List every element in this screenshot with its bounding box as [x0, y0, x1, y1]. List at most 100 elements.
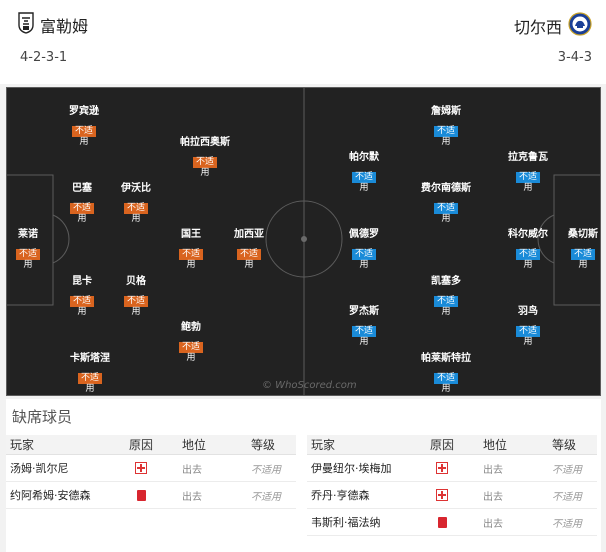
level: 不适用 [552, 518, 582, 530]
home-player[interactable]: 昆卡 不适 用 [40, 275, 124, 318]
status-badge: 不适 [570, 249, 595, 260]
away-player[interactable]: 桑切斯 不适 用 [541, 228, 601, 271]
player-name: 费尔南德斯 [421, 183, 471, 194]
player-name[interactable]: 约阿希姆·安德森 [10, 489, 91, 502]
status-suffix: 用 [200, 168, 210, 178]
table-row[interactable]: 乔丹·亨德森 出去 不适用 [307, 482, 597, 509]
status-suffix: 用 [359, 260, 369, 270]
player-name: 伊沃比 [121, 183, 151, 194]
player-name[interactable]: 汤姆·凯尔尼 [10, 462, 69, 475]
away-player[interactable]: 詹姆斯 不适 用 [404, 105, 488, 148]
home-player[interactable]: 加西亚 不适 用 [207, 228, 291, 271]
player-name: 卡斯塔涅 [70, 353, 110, 364]
status-badge: 不适 [192, 157, 217, 168]
injury-icon [436, 462, 448, 474]
pitch-lines [6, 87, 601, 396]
status-suffix: 用 [77, 214, 87, 224]
player-name: 桑切斯 [568, 229, 598, 240]
status-suffix: 用 [244, 260, 254, 270]
away-player[interactable]: 佩德罗 不适 用 [322, 228, 406, 271]
status-badge: 不适 [15, 249, 40, 260]
player-name: 罗宾逊 [69, 106, 99, 117]
injury-icon [436, 489, 448, 501]
away-player[interactable]: 帕尔默 不适 用 [322, 151, 406, 194]
away-team-name: 切尔西 [513, 18, 562, 37]
status-suffix: 用 [85, 384, 95, 394]
status-badge: 不适 [123, 296, 148, 307]
status-badge: 不适 [433, 126, 458, 137]
status-suffix: 用 [186, 260, 196, 270]
status-badge: 不适 [515, 249, 540, 260]
home-player[interactable]: 帕拉西奥斯 不适 用 [163, 136, 247, 179]
col-player: 玩家 [311, 438, 336, 452]
table-row[interactable]: 韦斯利·福法纳 出去 不适用 [307, 509, 597, 536]
injury-icon [135, 462, 147, 474]
col-reason: 原因 [128, 438, 153, 452]
table-row[interactable]: 汤姆·凯尔尼 出去 不适用 [6, 455, 296, 482]
status-badge: 不适 [71, 126, 96, 137]
player-name[interactable]: 乔丹·亨德森 [311, 489, 370, 502]
player-name[interactable]: 韦斯利·福法纳 [311, 516, 381, 529]
home-player[interactable]: 伊沃比 不适 用 [94, 182, 178, 225]
home-player[interactable]: 卡斯塔涅 不适 用 [48, 352, 132, 395]
away-player[interactable]: 羽鸟 不适 用 [486, 305, 570, 348]
position: 出去 [483, 464, 503, 476]
player-name[interactable]: 伊曼纽尔·埃梅加 [311, 462, 392, 475]
status-badge: 不适 [77, 373, 102, 384]
red-card-icon [437, 516, 447, 528]
level: 不适用 [251, 491, 281, 503]
player-name: 佩德罗 [349, 229, 379, 240]
whoscored-watermark: © WhoScored.com [262, 380, 357, 391]
home-player[interactable]: 罗宾逊 不适 用 [42, 105, 126, 148]
status-badge: 不适 [69, 296, 94, 307]
away-formation: 3-4-3 [557, 50, 592, 65]
home-player[interactable]: 国王 不适 用 [149, 228, 233, 271]
away-missing-table: 玩家 原因 地位 等级 伊曼纽尔·埃梅加 出去 不适用 乔丹·亨德森 出去 不适… [307, 435, 597, 536]
position: 出去 [483, 518, 503, 530]
player-name: 鲍勃 [181, 322, 201, 333]
player-name: 加西亚 [234, 229, 264, 240]
status-suffix: 用 [23, 260, 33, 270]
player-name: 羽鸟 [518, 306, 538, 317]
match-header: 富勒姆 切尔西 4-2-3-1 3-4-3 [0, 0, 606, 84]
away-player[interactable]: 拉克鲁瓦 不适 用 [486, 151, 570, 194]
status-suffix: 用 [79, 137, 89, 147]
position: 出去 [182, 464, 202, 476]
home-player[interactable]: 贝格 不适 用 [94, 275, 178, 318]
away-player[interactable]: 费尔南德斯 不适 用 [404, 182, 488, 225]
table-header: 玩家 原因 地位 等级 [307, 435, 597, 455]
table-row[interactable]: 约阿希姆·安德森 出去 不适用 [6, 482, 296, 509]
level: 不适用 [251, 464, 281, 476]
away-player[interactable]: 帕莱斯特拉 不适 用 [404, 352, 488, 395]
col-position: 地位 [182, 438, 207, 452]
home-player[interactable]: 鲍勃 不适 用 [149, 321, 233, 364]
home-player[interactable]: 莱诺 不适 用 [6, 228, 70, 271]
status-badge: 不适 [515, 172, 540, 183]
away-player[interactable]: 罗杰斯 不适 用 [322, 305, 406, 348]
away-team[interactable]: 切尔西 [514, 12, 592, 40]
col-position: 地位 [483, 438, 508, 452]
status-suffix: 用 [359, 337, 369, 347]
player-name: 昆卡 [72, 276, 92, 287]
home-formation: 4-2-3-1 [20, 50, 68, 65]
level: 不适用 [552, 491, 582, 503]
player-name: 帕莱斯特拉 [421, 353, 471, 364]
status-suffix: 用 [523, 337, 533, 347]
home-team[interactable]: 富勒姆 [18, 12, 88, 38]
col-level: 等级 [552, 438, 577, 452]
status-suffix: 用 [578, 260, 588, 270]
player-name: 帕拉西奥斯 [180, 137, 230, 148]
home-team-name: 富勒姆 [40, 17, 89, 36]
away-player[interactable]: 科尔威尔 不适 用 [486, 228, 570, 271]
status-suffix: 用 [359, 183, 369, 193]
table-row[interactable]: 伊曼纽尔·埃梅加 出去 不适用 [307, 455, 597, 482]
player-name: 詹姆斯 [431, 106, 461, 117]
col-player: 玩家 [10, 438, 35, 452]
position: 出去 [182, 491, 202, 503]
status-suffix: 用 [186, 353, 196, 363]
status-suffix: 用 [441, 307, 451, 317]
home-player[interactable]: 巴塞 不适 用 [40, 182, 124, 225]
away-player[interactable]: 凯塞多 不适 用 [404, 275, 488, 318]
home-missing-table: 玩家 原因 地位 等级 汤姆·凯尔尼 出去 不适用 约阿希姆·安德森 出去 不适… [6, 435, 296, 509]
status-badge: 不适 [69, 203, 94, 214]
